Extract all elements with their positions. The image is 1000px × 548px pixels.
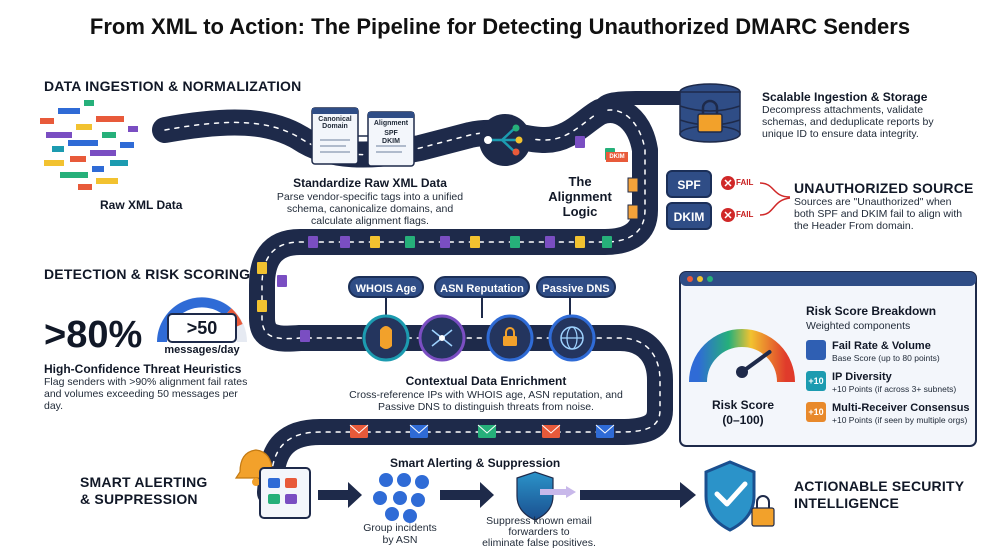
risk-badge-2: +10	[806, 402, 826, 422]
group-incidents-label: Group incidents by ASN	[363, 522, 437, 546]
cluster-icon	[373, 473, 429, 523]
dashboard-icon	[259, 467, 311, 519]
dkim-tag: DKIM	[606, 152, 628, 162]
risk-comp-0-detail: Base Score (up to 80 points)	[832, 353, 940, 363]
section-alerting-heading: SMART ALERTING & SUPPRESSION	[80, 474, 208, 507]
unauthorized-desc: Sources are "Unauthorized" when both SPF…	[794, 196, 963, 232]
pill-asn-reputation: ASN Reputation	[434, 276, 530, 298]
risk-comp-1-name: IP Diversity	[832, 371, 892, 383]
storage-desc: Decompress attachments, validate schemas…	[762, 104, 934, 140]
enrichment-desc: Cross-reference IPs with WHOIS age, ASN …	[349, 389, 623, 413]
doc-label-dkim: DKIM	[382, 138, 400, 145]
fail-rate-stat: >80%	[44, 314, 143, 356]
shield-check-icon	[704, 460, 775, 532]
actionable-title: ACTIONABLE SECURITY INTELLIGENCE	[794, 478, 965, 511]
flow-arrows	[318, 482, 696, 508]
risk-badge-1: +10	[806, 371, 826, 391]
doc-label-alignment: Alignment	[373, 120, 409, 127]
heuristics-title: High-Confidence Threat Heuristics	[44, 362, 242, 376]
database-icon	[679, 83, 741, 143]
doc-label-spf: SPF	[384, 130, 398, 137]
dkim-fail-label: FAIL	[736, 210, 754, 219]
risk-gauge-label: Risk Score	[711, 398, 775, 412]
enrichment-nodes	[362, 296, 596, 362]
spf-fail-label: FAIL	[736, 178, 754, 187]
gauge-value: >50	[186, 318, 218, 338]
pipe-path	[152, 91, 707, 506]
section-ingestion-heading: DATA INGESTION & NORMALIZATION	[44, 78, 302, 94]
raw-xml-mosaic	[40, 100, 138, 190]
risk-badge-0	[806, 340, 826, 360]
page-title: From XML to Action: The Pipeline for Det…	[89, 14, 911, 39]
risk-comp-1-detail: +10 Points (if across 3+ subnets)	[832, 384, 957, 394]
risk-panel	[679, 271, 977, 447]
risk-subtitle: Weighted components	[806, 320, 911, 332]
alignment-node	[479, 114, 531, 166]
risk-gauge-range: (0–100)	[722, 413, 764, 427]
suppress-shield-icon	[516, 471, 576, 521]
alerting-title: Smart Alerting & Suppression	[390, 456, 561, 470]
dkim-check-node: DKIM	[666, 202, 712, 230]
standardize-title: Standardize Raw XML Data	[293, 176, 447, 190]
suppress-label: Suppress known email forwarders to elimi…	[482, 515, 596, 548]
fail-x-icons	[721, 176, 735, 222]
heuristics-desc: Flag senders with >90% alignment fail ra…	[44, 376, 248, 412]
dkim-check-label: DKIM	[673, 210, 705, 224]
traffic-gauge	[157, 297, 247, 343]
storage-title: Scalable Ingestion & Storage	[762, 90, 928, 104]
alignment-logic-label: The Alignment Logic	[548, 174, 612, 219]
fail-arrows	[759, 182, 791, 216]
pill-whois-age: WHOIS Age	[348, 276, 424, 298]
standardize-docs	[311, 107, 415, 167]
risk-comp-2-detail: +10 Points (if seen by multiple orgs)	[832, 415, 968, 425]
fail-gates	[627, 177, 639, 220]
section-detection-heading: DETECTION & RISK SCORING	[44, 266, 251, 282]
spf-check-label: SPF	[677, 178, 701, 192]
spf-check-node: SPF	[666, 170, 712, 198]
gauge-unit: messages/day	[164, 344, 240, 356]
enrichment-title: Contextual Data Enrichment	[405, 374, 567, 388]
raw-xml-label: Raw XML Data	[100, 198, 183, 212]
doc-label-canonical: Canonical Domain	[318, 116, 352, 130]
unauthorized-title: UNAUTHORIZED SOURCE	[794, 180, 974, 196]
standardize-desc: Parse vendor-specific tags into a unifie…	[276, 191, 464, 227]
risk-comp-0-name: Fail Rate & Volume	[832, 340, 931, 352]
pill-passive-dns: Passive DNS	[536, 276, 616, 298]
envelope-icons	[349, 424, 615, 438]
risk-title: Risk Score Breakdown	[806, 304, 937, 318]
risk-comp-2-name: Multi-Receiver Consensus	[832, 402, 970, 414]
